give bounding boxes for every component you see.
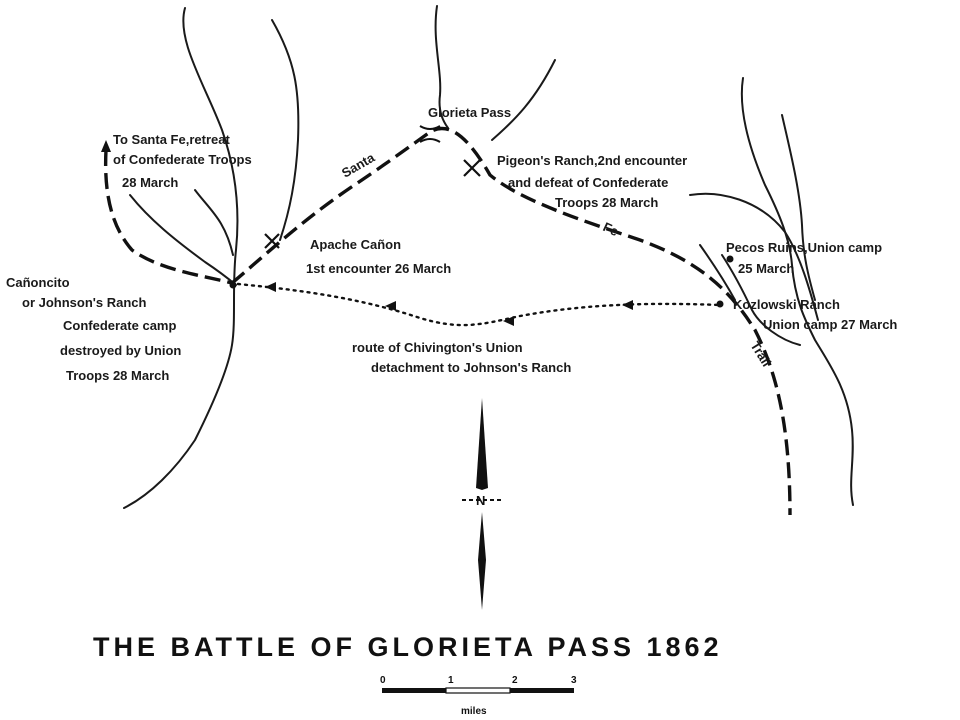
svg-text:1: 1 bbox=[448, 675, 454, 686]
svg-text:detachment to Johnson's Ranch: detachment to Johnson's Ranch bbox=[371, 360, 571, 375]
svg-text:Apache Cañon: Apache Cañon bbox=[310, 237, 401, 252]
svg-text:Confederate camp: Confederate camp bbox=[63, 318, 176, 333]
north-label: N bbox=[476, 493, 485, 508]
stream-left-tributary-3 bbox=[129, 194, 237, 286]
trail-word-santa: Santa bbox=[339, 150, 378, 181]
label-apache-canon: Apache Cañon 1st encounter 26 March bbox=[306, 237, 451, 276]
scale-bar: 0 1 2 3 miles bbox=[380, 675, 577, 717]
label-glorieta-pass: Glorieta Pass bbox=[428, 105, 511, 120]
canoncito-camp-dot bbox=[229, 281, 237, 289]
label-santa-fe-retreat: To Santa Fe,retreat of Confederate Troop… bbox=[113, 132, 252, 190]
svg-text:Kozlowski Ranch: Kozlowski Ranch bbox=[733, 297, 840, 312]
svg-text:Cañoncito: Cañoncito bbox=[6, 275, 70, 290]
route-arrow-4 bbox=[622, 300, 633, 310]
svg-text:or Johnson's Ranch: or Johnson's Ranch bbox=[22, 295, 146, 310]
svg-text:0: 0 bbox=[380, 675, 386, 686]
north-arrow-icon: N bbox=[462, 398, 502, 610]
trail-word-fe: Fe bbox=[601, 219, 621, 239]
retreat-arrow-icon bbox=[101, 140, 111, 152]
svg-text:of Confederate Troops: of Confederate Troops bbox=[113, 152, 252, 167]
map-title: THE BATTLE OF GLORIETA PASS 1862 bbox=[93, 632, 723, 662]
svg-text:25 March: 25 March bbox=[738, 261, 794, 276]
trail-west-branch bbox=[103, 149, 233, 285]
stream-center-tributary bbox=[491, 59, 556, 141]
chivington-route-line bbox=[236, 282, 722, 327]
svg-text:destroyed by Union: destroyed by Union bbox=[60, 343, 181, 358]
label-pigeons-ranch: Pigeon's Ranch,2nd encounter and defeat … bbox=[497, 153, 687, 210]
svg-text:28 March: 28 March bbox=[122, 175, 178, 190]
svg-text:Union camp 27 March: Union camp 27 March bbox=[763, 317, 897, 332]
stream-center bbox=[434, 5, 449, 129]
pecos-camp-dot bbox=[726, 255, 734, 263]
stream-right-1 bbox=[740, 77, 854, 506]
battle-markers bbox=[264, 159, 481, 249]
scale-unit: miles bbox=[461, 706, 487, 717]
route-arrow-1 bbox=[265, 282, 276, 292]
label-canoncito: Cañoncito or Johnson's Ranch Confederate… bbox=[6, 275, 181, 383]
route-arrow-2 bbox=[385, 301, 396, 311]
stream-right-2 bbox=[781, 114, 816, 301]
svg-text:Pecos Ruins,Union camp: Pecos Ruins,Union camp bbox=[726, 240, 882, 255]
svg-text:Troops 28 March: Troops 28 March bbox=[66, 368, 169, 383]
route-dots bbox=[236, 282, 722, 327]
label-kozlowski-ranch: Kozlowski Ranch Union camp 27 March bbox=[733, 297, 897, 332]
battle-x-icon-pigeons bbox=[463, 159, 481, 177]
stream-right-5 bbox=[699, 244, 736, 301]
kozlowski-dot bbox=[716, 300, 724, 308]
label-chivington-route: route of Chivington's Union detachment t… bbox=[352, 340, 571, 375]
svg-text:2: 2 bbox=[512, 675, 518, 686]
stream-left-main bbox=[123, 7, 239, 509]
stream-right-3 bbox=[689, 192, 819, 321]
svg-text:Pigeon's Ranch,2nd encounter: Pigeon's Ranch,2nd encounter bbox=[497, 153, 687, 168]
santa-fe-trail bbox=[103, 126, 792, 516]
stream-right-4 bbox=[721, 254, 801, 346]
svg-text:Troops 28 March: Troops 28 March bbox=[555, 195, 658, 210]
stream-left-tributary-2 bbox=[194, 189, 234, 256]
label-pecos-ruins: Pecos Ruins,Union camp 25 March bbox=[726, 240, 882, 276]
stream-left-tributary-1 bbox=[271, 19, 300, 241]
svg-text:1st encounter 26 March: 1st encounter 26 March bbox=[306, 261, 451, 276]
svg-text:route of Chivington's Union: route of Chivington's Union bbox=[352, 340, 523, 355]
pass-icon bbox=[419, 125, 441, 143]
trail-main bbox=[230, 126, 792, 516]
svg-text:To Santa Fe,retreat: To Santa Fe,retreat bbox=[113, 132, 230, 147]
svg-text:and defeat of Confederate: and defeat of Confederate bbox=[508, 175, 668, 190]
battle-x-icon-apache bbox=[264, 233, 280, 249]
svg-text:3: 3 bbox=[571, 675, 577, 686]
route-arrow-3 bbox=[503, 316, 514, 326]
streams bbox=[123, 5, 854, 509]
